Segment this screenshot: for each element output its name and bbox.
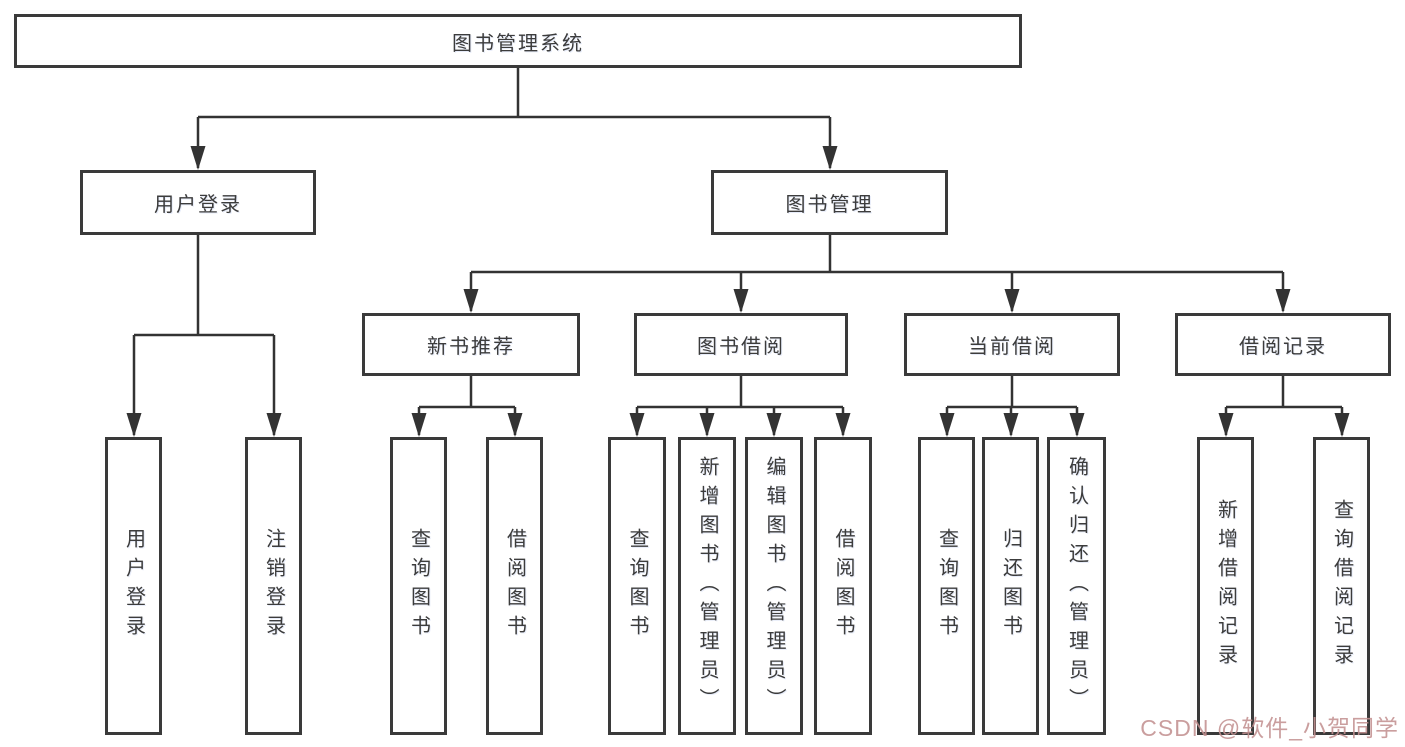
leaf-recommend-query-book: 查询图书 [390,437,447,735]
node-new-book-recommend: 新书推荐 [362,313,580,376]
node-current-borrow: 当前借阅 [904,313,1120,376]
leaf-borrow-query-book-label: 查询图书 [626,528,648,644]
node-borrow-records-label: 借阅记录 [1239,336,1327,358]
leaf-current-return-book-label: 归还图书 [999,528,1022,644]
node-root: 图书管理系统 [14,14,1022,68]
arrowheads [126,146,1350,437]
leaf-current-return-book: 归还图书 [982,437,1039,735]
leaf-borrow-borrow-book: 借阅图书 [814,437,872,735]
node-new-book-recommend-label: 新书推荐 [427,336,515,358]
leaf-records-query-record: 查询借阅记录 [1313,437,1370,735]
leaf-records-add-record-label: 新增借阅记录 [1214,499,1237,673]
leaf-borrow-add-book-admin-label: 新增图书（管理员） [696,455,718,717]
node-user-login-label: 用户登录 [154,194,242,216]
leaf-current-confirm-return-admin: 确认归还（管理员） [1047,437,1106,735]
leaf-recommend-query-book-label: 查询图书 [407,528,430,644]
node-user-login: 用户登录 [80,170,316,235]
leaf-borrow-query-book: 查询图书 [608,437,666,735]
leaf-borrow-edit-book-admin-label: 编辑图书（管理员） [763,455,785,717]
leaf-current-query-book: 查询图书 [918,437,975,735]
leaf-records-query-record-label: 查询借阅记录 [1330,499,1353,673]
leaf-current-confirm-return-admin-label: 确认归还（管理员） [1065,455,1088,717]
leaf-logout: 注销登录 [245,437,302,735]
leaf-borrow-edit-book-admin: 编辑图书（管理员） [745,437,803,735]
node-book-management: 图书管理 [711,170,948,235]
node-root-label: 图书管理系统 [452,32,584,55]
csdn-watermark: CSDN @软件_小贺同学 [1140,715,1399,741]
node-book-management-label: 图书管理 [785,194,874,216]
leaf-recommend-borrow-book: 借阅图书 [486,437,543,735]
leaf-current-query-book-label: 查询图书 [935,528,958,644]
leaf-user-login: 用户登录 [105,437,162,735]
leaf-user-login-label: 用户登录 [122,528,145,644]
node-current-borrow-label: 当前借阅 [968,336,1056,358]
leaf-borrow-add-book-admin: 新增图书（管理员） [678,437,736,735]
node-book-borrow: 图书借阅 [634,313,848,376]
leaf-recommend-borrow-book-label: 借阅图书 [503,528,526,644]
leaf-logout-label: 注销登录 [262,528,285,644]
node-borrow-records: 借阅记录 [1175,313,1391,376]
leaf-borrow-borrow-book-label: 借阅图书 [832,528,854,644]
leaf-records-add-record: 新增借阅记录 [1197,437,1254,735]
node-book-borrow-label: 图书借阅 [697,336,785,358]
